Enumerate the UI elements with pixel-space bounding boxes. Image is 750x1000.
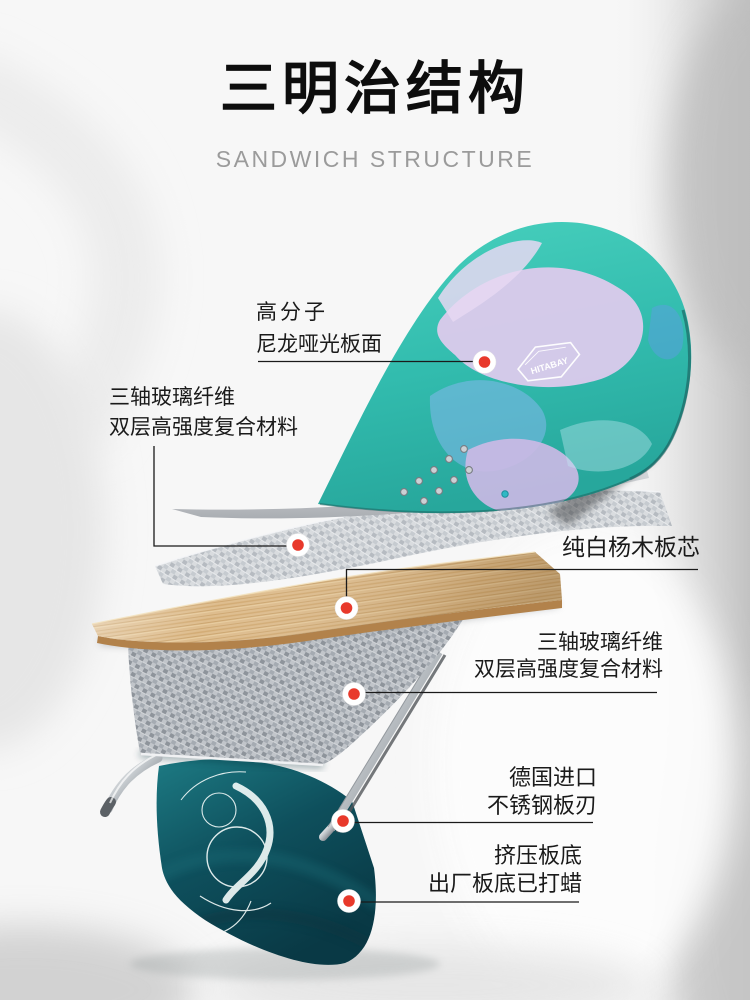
label-base: 挤压板底 出厂板底已打蜡 [428,842,582,898]
label-steel-edge: 德国进口 不锈钢板刃 [487,764,597,820]
label-fiberglass-bottom-line2: 双层高强度复合材料 [474,658,663,681]
label-fiberglass-top: 三轴玻璃纤维 双层高强度复合材料 [109,383,298,443]
marker-dot-topsheet [472,350,497,374]
base-ornament-swirl [180,771,274,936]
topsheet-layer: HITABAY [318,222,692,514]
label-wood-core: 纯白杨木板芯 [562,532,700,563]
base-shadow [130,948,440,980]
marker-dot-fiberglass-bottom [342,682,366,706]
insert-hole-teal [501,490,509,498]
marker-dot-wood-core [334,596,359,620]
label-steel-edge-line1: 德国进口 [508,765,597,790]
marker-dots [286,350,497,913]
connector-fiberglass-top [153,446,287,547]
marker-dot-base [337,889,361,913]
insert-holes [400,445,473,505]
connector-lines [153,360,698,903]
label-wood-core-line1: 纯白杨木板芯 [562,534,700,560]
steel-edge-left [100,753,163,817]
page-title: 三明治结构 [220,57,530,121]
label-fiberglass-top-line2: 双层高强度复合材料 [109,416,298,439]
label-topsheet-line2: 尼龙哑光板面 [256,333,382,356]
marker-dot-fiberglass-top [286,533,310,557]
page-subtitle: SANDWICH STRUCTURE [215,145,535,172]
label-steel-edge-line2: 不锈钢板刃 [486,793,597,818]
label-topsheet-line1: 高分子 [256,301,328,324]
label-base-line1: 挤压板底 [493,843,582,868]
label-fiberglass-top-line1: 三轴玻璃纤维 [109,386,235,409]
base-layer [156,759,376,965]
label-topsheet: 高分子 尼龙哑光板面 [256,297,382,361]
label-fiberglass-bottom: 三轴玻璃纤维 双层高强度复合材料 [474,629,663,683]
header: 三明治结构 SANDWICH STRUCTURE [0,57,750,173]
connector-wood-core [345,568,698,597]
label-base-line2: 出厂板底已打蜡 [427,871,582,896]
wood-core-layer [91,551,562,651]
marker-dot-steel-edge [331,809,355,833]
steel-edge-right [319,649,447,841]
label-fiberglass-bottom-line1: 三轴玻璃纤维 [537,631,663,654]
